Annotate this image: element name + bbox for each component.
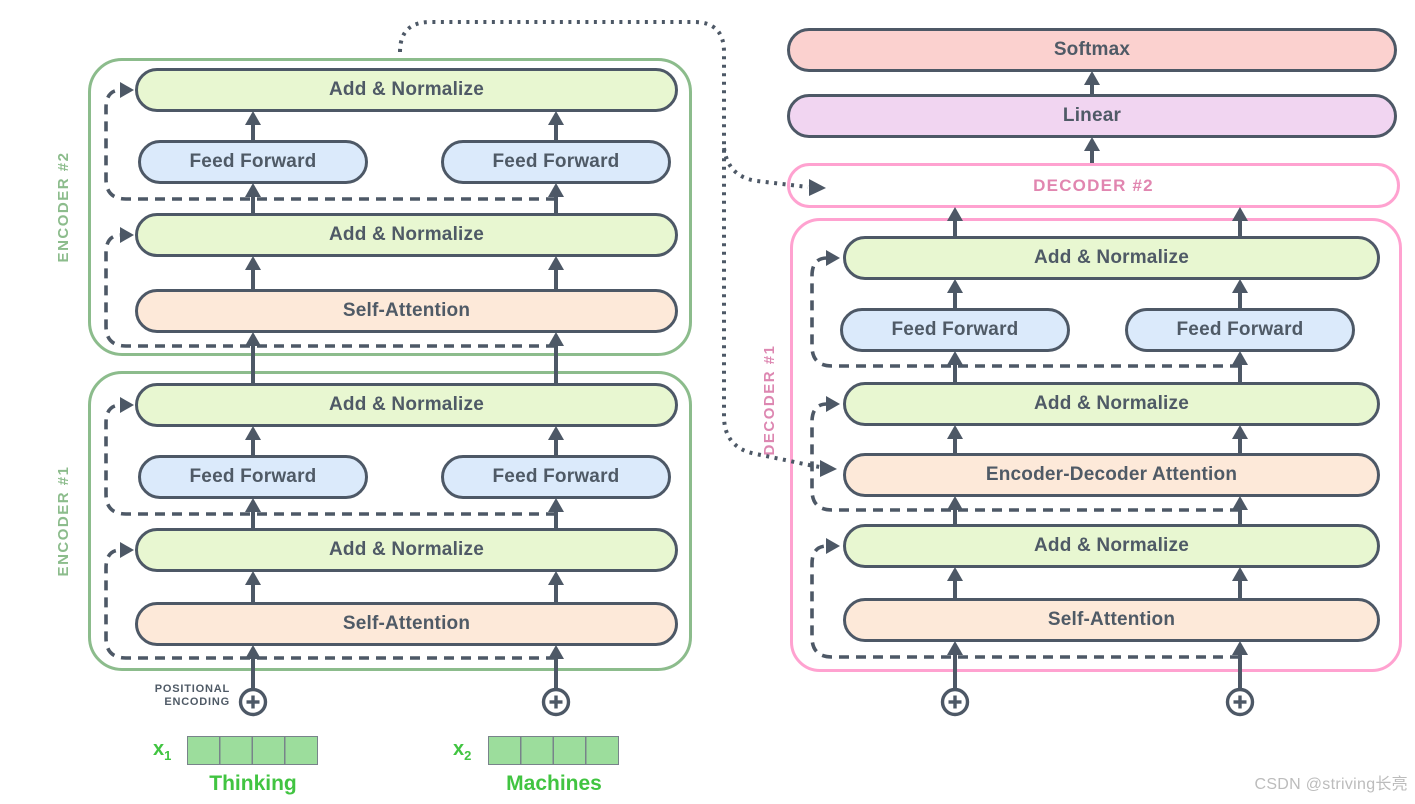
decoder2-collapsed: DECODER #2 <box>787 163 1400 208</box>
vector-subscript: 1 <box>164 748 172 763</box>
linear-layer: Linear <box>787 94 1397 138</box>
block-label: Feed Forward <box>189 466 317 487</box>
block-label: Add & Normalize <box>328 224 485 245</box>
block-label: Add & Normalize <box>328 539 485 560</box>
block-label: Self-Attention <box>342 613 471 634</box>
decoder1-encoder-decoder-attention: Encoder-Decoder Attention <box>843 453 1380 497</box>
block-label: Self-Attention <box>342 300 471 321</box>
watermark: CSDN @striving长亮 <box>1254 776 1408 793</box>
decoder1-add-normalize-bottom: Add & Normalize <box>843 524 1380 568</box>
decoder1-feed-forward-left: Feed Forward <box>840 308 1070 352</box>
decoder1-feed-forward-right: Feed Forward <box>1125 308 1355 352</box>
encoder2-add-normalize-top: Add & Normalize <box>135 68 678 112</box>
block-label: Linear <box>1062 105 1122 126</box>
encoder1-add-normalize-mid: Add & Normalize <box>135 528 678 572</box>
encoder1-add-normalize-top: Add & Normalize <box>135 383 678 427</box>
decoder2-label: DECODER #2 <box>1033 175 1154 195</box>
encoder1-container <box>88 371 692 671</box>
block-label: Add & Normalize <box>1033 247 1190 268</box>
plus-circle-icon <box>238 687 268 717</box>
token2-word: Machines <box>506 772 602 795</box>
positional-encoding-line2: ENCODING <box>164 695 230 708</box>
block-label: Feed Forward <box>1176 319 1304 340</box>
plus-glyphs <box>246 695 1247 709</box>
positional-encoding-label: POSITIONAL ENCODING <box>118 683 230 708</box>
token2-embedding-vector <box>488 736 619 765</box>
block-label: Self-Attention <box>1047 609 1176 630</box>
block-label: Add & Normalize <box>1033 393 1190 414</box>
block-label: Feed Forward <box>492 466 620 487</box>
encoder2-label: ENCODER #2 <box>54 151 72 263</box>
block-label: Encoder-Decoder Attention <box>985 464 1238 485</box>
positional-encoding-adders <box>238 687 1255 717</box>
plus-circle-icon <box>541 687 571 717</box>
plus-circle-icon <box>1225 687 1255 717</box>
encoder2-self-attention: Self-Attention <box>135 289 678 333</box>
vector-subscript: 2 <box>464 748 472 763</box>
encoder2-feed-forward-left: Feed Forward <box>138 140 368 184</box>
block-label: Feed Forward <box>891 319 1019 340</box>
encoder1-self-attention: Self-Attention <box>135 602 678 646</box>
block-label: Add & Normalize <box>1033 535 1190 556</box>
block-label: Feed Forward <box>492 151 620 172</box>
decoder1-add-normalize-mid: Add & Normalize <box>843 382 1380 426</box>
encoder1-label: ENCODER #1 <box>54 465 72 577</box>
block-label: Softmax <box>1053 39 1131 60</box>
positional-encoding-line1: POSITIONAL <box>154 683 230 695</box>
token1-word: Thinking <box>209 772 297 795</box>
softmax-layer: Softmax <box>787 28 1397 72</box>
decoder1-add-normalize-top: Add & Normalize <box>843 236 1380 280</box>
token2-vector-label: x2 <box>453 738 471 763</box>
decoder1-label: DECODER #1 <box>760 344 778 456</box>
vector-symbol: x <box>153 738 165 760</box>
encoder2-add-normalize-mid: Add & Normalize <box>135 213 678 257</box>
block-label: Add & Normalize <box>328 394 485 415</box>
encoder2-feed-forward-right: Feed Forward <box>441 140 671 184</box>
vector-symbol: x <box>453 738 465 760</box>
token1-embedding-vector <box>187 736 318 765</box>
encoder1-feed-forward-left: Feed Forward <box>138 455 368 499</box>
decoder1-self-attention: Self-Attention <box>843 598 1380 642</box>
encoder1-feed-forward-right: Feed Forward <box>441 455 671 499</box>
block-label: Add & Normalize <box>328 79 485 100</box>
block-label: Feed Forward <box>189 151 317 172</box>
plus-circle-icon <box>940 687 970 717</box>
token1-vector-label: x1 <box>153 738 171 763</box>
